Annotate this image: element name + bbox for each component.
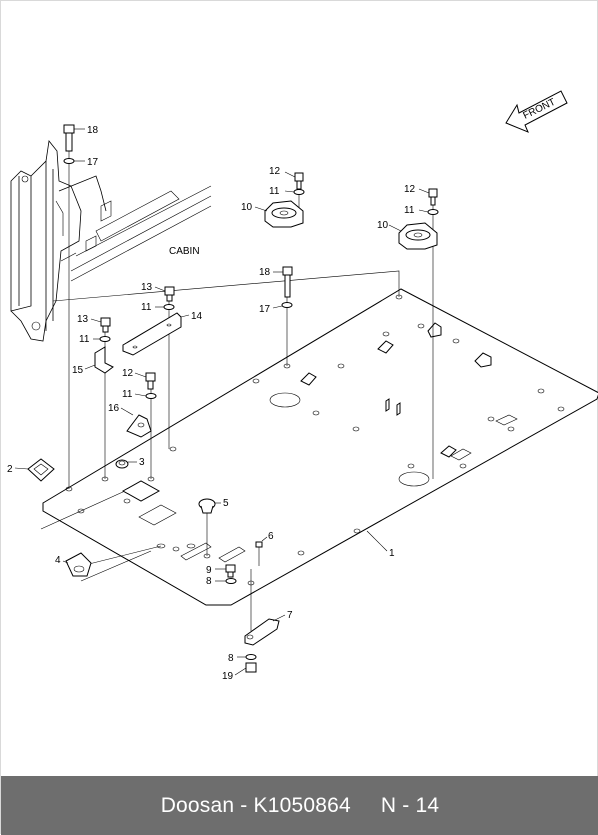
callout-11: 11 [79, 334, 90, 345]
callout-11: 11 [404, 205, 415, 216]
plug-4 [65, 552, 92, 577]
callout-17: 17 [259, 304, 271, 315]
exploded-parts-diagram: FRONT CABIN [7, 90, 598, 682]
footer-page: N - 14 [380, 793, 440, 817]
callout-12: 12 [122, 368, 134, 379]
callout-15: 15 [72, 365, 84, 376]
callout-11: 11 [141, 302, 152, 313]
callout-13: 13 [77, 314, 89, 325]
callout-5: 5 [223, 498, 229, 509]
callout-7: 7 [287, 610, 293, 621]
callout-8: 8 [228, 653, 234, 664]
callout-12: 12 [269, 166, 281, 177]
pedal-pad-2 [27, 458, 55, 482]
callout-16: 16 [108, 403, 120, 414]
callout-18: 18 [259, 267, 271, 278]
cabin-mount-left [264, 172, 305, 228]
callout-12: 12 [404, 184, 416, 195]
callout-10: 10 [377, 220, 389, 231]
footer-brand: Doosan - K1050864 [160, 793, 351, 817]
grommet-3 [115, 459, 161, 502]
callout-6: 6 [268, 531, 274, 542]
callout-13: 13 [141, 282, 153, 293]
fasteners-6-9-8 [225, 541, 263, 584]
bolt-18-left [63, 124, 75, 164]
leader-lines [14, 128, 430, 676]
plug-5 [198, 498, 216, 514]
bracket-14 [122, 286, 182, 356]
footer-bar: Doosan - K1050864 N - 14 [1, 776, 598, 835]
cabin-label: CABIN [169, 246, 200, 257]
front-arrow-icon: FRONT [505, 90, 568, 133]
callout-10: 10 [241, 202, 253, 213]
callout-labels: 18 17 12 11 10 12 11 10 18 17 13 11 14 1… [7, 125, 416, 682]
bracket-15 [94, 317, 114, 374]
callout-18: 18 [87, 125, 99, 136]
callout-9: 9 [206, 565, 212, 576]
cabin-frame [10, 140, 212, 342]
callout-1: 1 [389, 548, 395, 559]
callout-8: 8 [206, 576, 212, 587]
floor-plate [42, 288, 598, 606]
cabin-mount-right [398, 188, 439, 250]
callout-4: 4 [55, 555, 61, 566]
bolt-18-center [281, 266, 293, 308]
callout-3: 3 [139, 457, 145, 468]
cover-plate-7 [244, 618, 280, 673]
callout-11: 11 [269, 186, 280, 197]
callout-14: 14 [191, 311, 203, 322]
callout-11: 11 [122, 389, 133, 400]
callout-19: 19 [222, 671, 234, 682]
callout-2: 2 [7, 464, 13, 475]
callout-17: 17 [87, 157, 99, 168]
bracket-16 [126, 372, 157, 438]
